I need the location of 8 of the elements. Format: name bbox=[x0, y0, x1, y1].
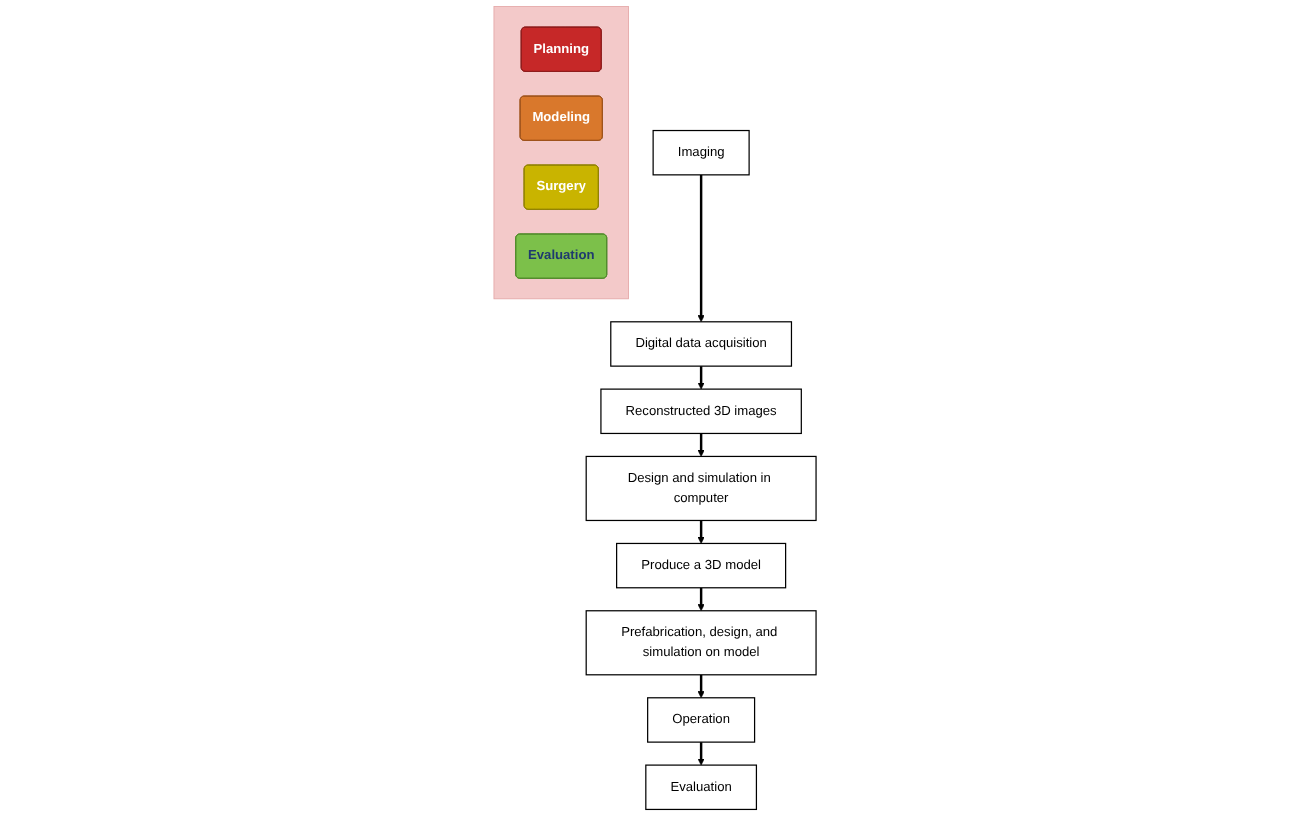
arrow bbox=[697, 742, 705, 766]
arrow bbox=[697, 433, 705, 457]
arrow bbox=[697, 520, 705, 544]
arrow bbox=[697, 174, 705, 323]
arrow bbox=[697, 674, 705, 699]
arrow bbox=[697, 366, 705, 390]
arrow bbox=[697, 587, 705, 612]
cluster bbox=[493, 6, 629, 300]
